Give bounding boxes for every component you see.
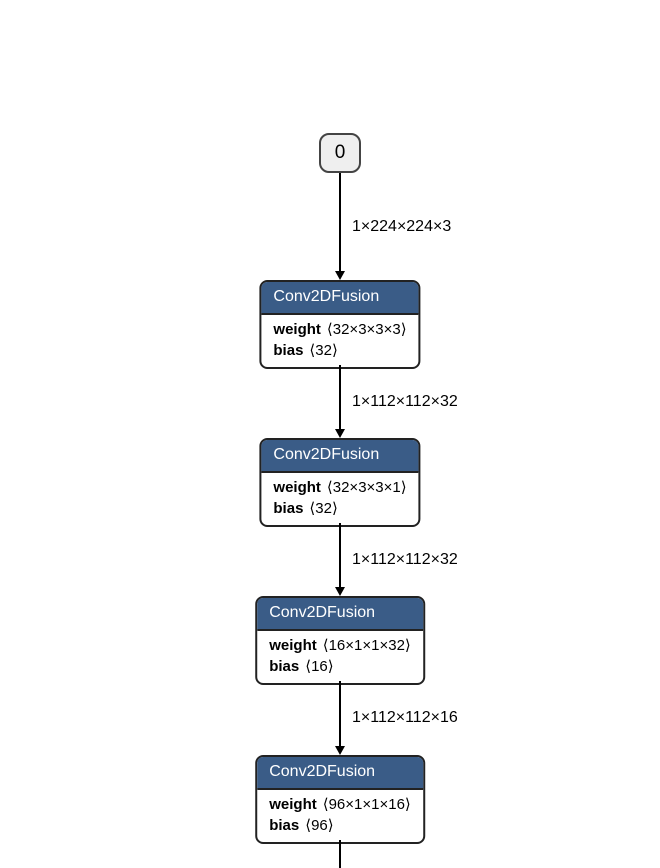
layer-node-body: weight ⟨32×3×3×3⟩ bias ⟨32⟩ (261, 315, 418, 367)
arrowhead-icon (335, 271, 345, 280)
attribute-row: weight ⟨32×3×3×3⟩ (273, 319, 406, 340)
layer-node[interactable]: Conv2DFusion weight ⟨32×3×3×1⟩ bias ⟨32⟩ (259, 438, 421, 527)
edge-tensor-shape-label[interactable]: 1×224×224×3 (352, 218, 452, 235)
attribute-value: ⟨32⟩ (309, 500, 338, 517)
layer-node[interactable]: Conv2DFusion weight ⟨32×3×3×3⟩ bias ⟨32⟩ (259, 280, 421, 369)
arrowhead-icon (335, 746, 345, 755)
attribute-name: weight (269, 796, 317, 813)
layer-node-body: weight ⟨96×1×1×16⟩ bias ⟨96⟩ (257, 790, 423, 842)
edge-line (339, 523, 341, 588)
attribute-row: weight ⟨32×3×3×1⟩ (273, 477, 406, 498)
attribute-name: bias (273, 500, 304, 517)
attribute-name: weight (273, 321, 321, 338)
arrowhead-icon (335, 429, 345, 438)
edge-tensor-shape-label[interactable]: 1×112×112×32 (352, 551, 458, 568)
layer-type-label: Conv2DFusion (269, 763, 376, 780)
arrowhead-icon (335, 587, 345, 596)
attribute-name: bias (269, 658, 300, 675)
edge-line (339, 365, 341, 430)
layer-type-label: Conv2DFusion (273, 446, 380, 463)
edge-line (339, 840, 341, 868)
attribute-row: bias ⟨32⟩ (273, 498, 406, 519)
layer-node-body: weight ⟨32×3×3×1⟩ bias ⟨32⟩ (261, 473, 418, 525)
layer-node-header[interactable]: Conv2DFusion (257, 757, 423, 790)
attribute-name: bias (273, 342, 304, 359)
attribute-value: ⟨32⟩ (309, 342, 338, 359)
attribute-value: ⟨16⟩ (305, 658, 334, 675)
layer-node[interactable]: Conv2DFusion weight ⟨16×1×1×32⟩ bias ⟨16⟩ (255, 596, 425, 685)
attribute-row: bias ⟨32⟩ (273, 340, 406, 361)
layer-node-body: weight ⟨16×1×1×32⟩ bias ⟨16⟩ (257, 631, 423, 683)
attribute-value: ⟨32×3×3×1⟩ (326, 479, 407, 496)
attribute-row: weight ⟨16×1×1×32⟩ (269, 635, 411, 656)
edge-line (339, 681, 341, 747)
layer-node-header[interactable]: Conv2DFusion (261, 440, 419, 473)
edge-line (339, 173, 341, 272)
attribute-row: weight ⟨96×1×1×16⟩ (269, 794, 411, 815)
layer-type-label: Conv2DFusion (273, 288, 380, 305)
layer-node-header[interactable]: Conv2DFusion (261, 282, 419, 315)
attribute-value: ⟨96×1×1×16⟩ (322, 796, 411, 813)
attribute-value: ⟨32×3×3×3⟩ (326, 321, 407, 338)
layer-node[interactable]: Conv2DFusion weight ⟨96×1×1×16⟩ bias ⟨96⟩ (255, 755, 425, 844)
attribute-name: bias (269, 817, 300, 834)
layer-node-header[interactable]: Conv2DFusion (257, 598, 423, 631)
attribute-name: weight (273, 479, 321, 496)
edge-tensor-shape-label[interactable]: 1×112×112×16 (352, 709, 458, 726)
edge-tensor-shape-label[interactable]: 1×112×112×32 (352, 393, 458, 410)
input-node[interactable]: 0 (319, 133, 361, 173)
attribute-row: bias ⟨96⟩ (269, 815, 411, 836)
layer-type-label: Conv2DFusion (269, 604, 376, 621)
attribute-row: bias ⟨16⟩ (269, 656, 411, 677)
attribute-name: weight (269, 637, 317, 654)
attribute-value: ⟨16×1×1×32⟩ (322, 637, 411, 654)
attribute-value: ⟨96⟩ (305, 817, 334, 834)
